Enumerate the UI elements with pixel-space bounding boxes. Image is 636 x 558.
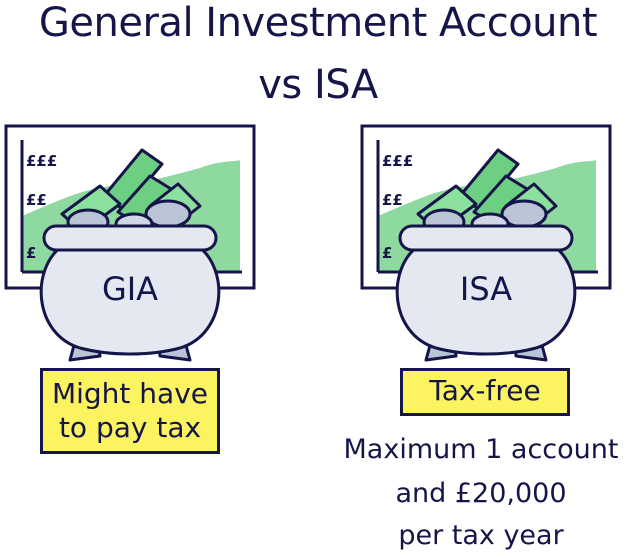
isa-tick-mid: ££	[382, 191, 403, 209]
gia-tax-note: Might have to pay tax	[40, 368, 220, 454]
isa-tick-low: £	[382, 244, 392, 262]
gia-pot-body	[39, 244, 221, 356]
isa-limit-line-3: per tax year	[398, 520, 564, 551]
isa-cash-bundles	[416, 148, 558, 236]
gia-note-line-1: Might have	[51, 377, 209, 410]
isa-tax-note: Tax-free	[400, 368, 570, 416]
gia-tick-high: £££	[26, 152, 57, 170]
title-line-2: vs ISA	[258, 62, 378, 108]
isa-illustration: £££ ££ £ ISA	[360, 124, 612, 362]
isa-limit-line-1: Maximum 1 account	[343, 434, 619, 465]
gia-tick-mid: ££	[26, 191, 47, 209]
gia-tick-low: £	[26, 244, 36, 262]
isa-pot-body	[395, 244, 577, 356]
gia-note-line-2: to pay tax	[58, 411, 202, 444]
gia-pot-rim	[42, 224, 218, 252]
gia-illustration: £££ ££ £ GIA	[4, 124, 256, 362]
gia-cash-bundles	[60, 148, 202, 236]
isa-pot-rim	[398, 224, 574, 252]
isa-tick-high: £££	[382, 152, 413, 170]
title-line-1: General Investment Account	[38, 0, 598, 46]
isa-pot-label: ISA	[460, 270, 512, 308]
gia-pot-label: GIA	[102, 270, 158, 308]
isa-limit-line-2: and £20,000	[395, 478, 567, 509]
